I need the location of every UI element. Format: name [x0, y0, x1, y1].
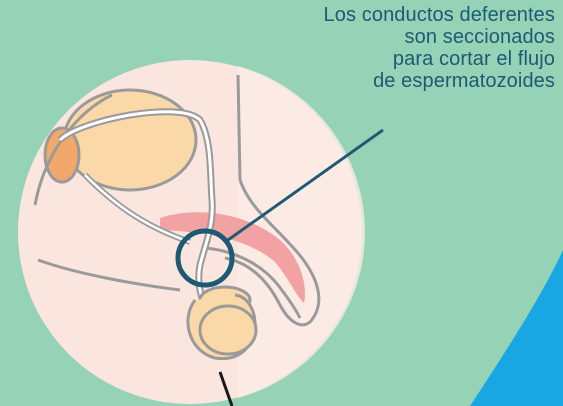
testis: [198, 304, 258, 356]
seminal-vesicle: [43, 126, 81, 184]
circle-light-region: [238, 66, 365, 398]
callout-text: Los conductos deferentes son seccionados…: [225, 4, 555, 92]
callout-line-3: para cortar el flujo: [392, 48, 555, 70]
penile-tissue: [160, 212, 305, 303]
callout-pointer: [227, 128, 384, 242]
penis-outline: [224, 179, 321, 327]
vas-deferens-core: [58, 110, 214, 306]
cut-site-ring: [175, 228, 235, 288]
callout-line-1: Los conductos deferentes: [323, 4, 555, 26]
bladder: [62, 88, 198, 192]
callout-line-2: son seccionados: [404, 26, 555, 48]
vas-deferens-lower-core: [84, 174, 191, 244]
urethra: [204, 246, 302, 319]
front-contour: [236, 74, 242, 181]
indicator-line: [218, 371, 234, 406]
callout-line-4: de espermatozoides: [373, 70, 555, 92]
blue-accent-shape: [470, 250, 563, 406]
leg-contour: [37, 258, 181, 292]
